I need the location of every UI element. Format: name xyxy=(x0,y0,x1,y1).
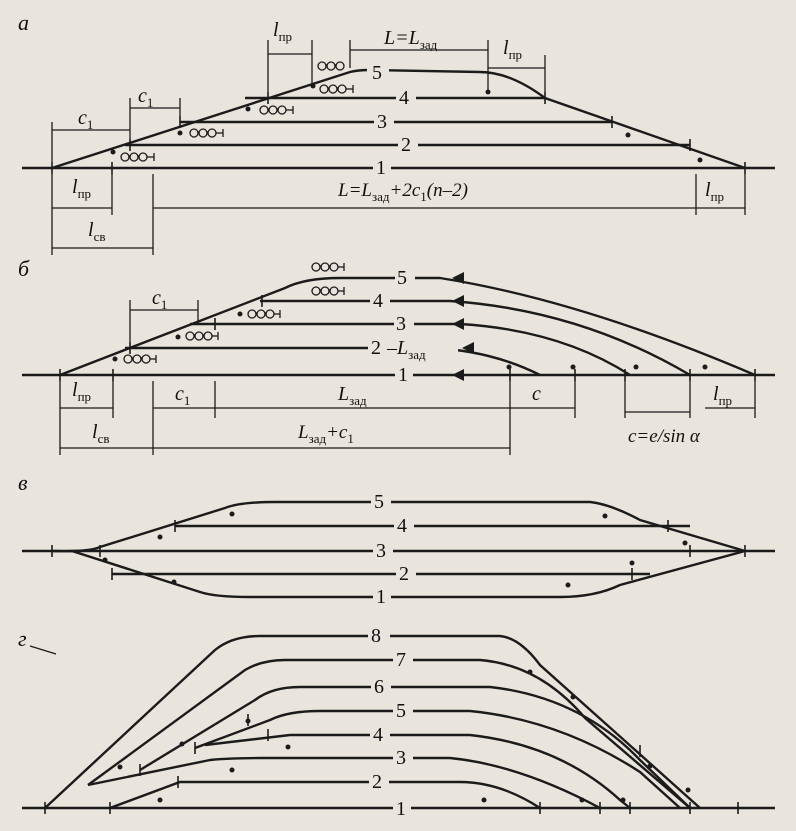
panel-a-c1-b: c1 xyxy=(138,85,153,110)
panel-v-lower-ladder xyxy=(71,549,746,599)
panel-b-num-4: 4 xyxy=(373,290,383,312)
panel-b-ladder xyxy=(59,276,756,377)
panel-v-num-4: 4 xyxy=(397,515,407,537)
panel-g-num-7: 7 xyxy=(396,649,406,671)
panel-b-Lc1: Lзад+c1 xyxy=(297,422,354,446)
panel-b: б 5 4 3 2 –Lзад 1 xyxy=(18,256,775,455)
panel-g-num-4: 4 xyxy=(373,724,383,746)
panel-a-num-4: 4 xyxy=(399,87,409,109)
panel-b-c-formula: c=e/sin α xyxy=(628,426,701,447)
panel-b-num-2: 2 xyxy=(371,337,381,359)
panel-b-num-3: 3 xyxy=(396,313,406,335)
panel-g-num-6: 6 xyxy=(374,676,384,698)
panel-g: г 8 7 6 5 4 3 2 1 xyxy=(18,625,775,820)
panel-b-wagon-3 xyxy=(247,309,281,319)
panel-a-c1-a: c1 xyxy=(78,107,93,132)
panel-v-num-2: 2 xyxy=(399,563,409,585)
panel-b-num-1: 1 xyxy=(398,364,408,386)
panel-a-lpr-br: lпр xyxy=(705,179,724,204)
panel-b-c1-top: c1 xyxy=(152,287,167,312)
panel-a-wagon-1 xyxy=(120,152,155,162)
panel-g-num-5: 5 xyxy=(396,700,406,722)
panel-v-upper-ladder xyxy=(51,500,746,553)
panel-g-track-4 xyxy=(204,733,631,809)
panel-g-track-2 xyxy=(109,780,541,810)
panel-b-track-4 xyxy=(260,299,691,377)
panel-v-num-1: 1 xyxy=(376,586,386,608)
panel-b-letter: б xyxy=(18,256,30,281)
panel-b-wagon-2 xyxy=(185,331,219,341)
panel-b-c: c xyxy=(532,383,541,405)
panel-g-num-3: 3 xyxy=(396,747,406,769)
panel-b-track-3 xyxy=(190,322,631,377)
panel-a-num-3: 3 xyxy=(377,111,387,133)
panel-a-num-5: 5 xyxy=(372,62,382,84)
panel-v-letter: в xyxy=(18,470,28,495)
panel-v-num-3: 3 xyxy=(376,540,386,562)
panel-a-L-bottom: L=Lзад+2c1(n–2) xyxy=(337,180,468,204)
panel-g-num-8: 8 xyxy=(371,625,381,647)
panel-a-num-2: 2 xyxy=(401,134,411,156)
panel-g-track-3 xyxy=(87,756,601,810)
panel-b-track-2 xyxy=(125,346,541,377)
panel-a: а 5 4 3 2 1 xyxy=(18,10,775,255)
panel-a-num-1: 1 xyxy=(376,157,386,179)
panel-a-L-top: L=Lзад xyxy=(383,27,438,52)
panel-g-track-6 xyxy=(139,685,691,809)
panel-a-lpr-left: lпр xyxy=(72,176,91,201)
panel-a-wagon-5 xyxy=(317,61,345,71)
panel-b-lpr-right: lпр xyxy=(713,383,732,408)
panel-b-lpr: lпр xyxy=(72,379,91,404)
panel-a-lpr-right: lпр xyxy=(503,37,522,62)
panel-b-wagon-5 xyxy=(311,262,345,272)
panel-a-wagon-4 xyxy=(319,84,354,94)
panel-b-lsv: lсв xyxy=(92,421,109,446)
panel-b-L-zad: Lзад xyxy=(337,383,367,408)
panel-v: в 5 4 3 2 1 xyxy=(18,470,775,608)
panel-a-letter: а xyxy=(18,10,29,35)
panel-v-num-5: 5 xyxy=(374,491,384,513)
panel-a-lpr-top: lпр xyxy=(273,19,292,44)
panel-g-num-2: 2 xyxy=(372,771,382,793)
panel-b-wagon-4 xyxy=(311,286,345,296)
panel-g-track-5 xyxy=(194,709,681,809)
panel-a-ladder xyxy=(51,68,746,170)
panel-b-wagon-1 xyxy=(123,354,157,364)
panel-a-wagon-2 xyxy=(189,128,224,138)
panel-g-num-1: 1 xyxy=(396,798,406,820)
panel-g-letter: г xyxy=(18,626,27,651)
panel-g-track-7 xyxy=(87,658,691,809)
panel-a-lsv: lсв xyxy=(88,219,105,244)
panel-b-c1-mid: c1 xyxy=(175,383,190,408)
panel-b-num-5: 5 xyxy=(397,267,407,289)
panel-a-wagon-3 xyxy=(259,105,294,115)
